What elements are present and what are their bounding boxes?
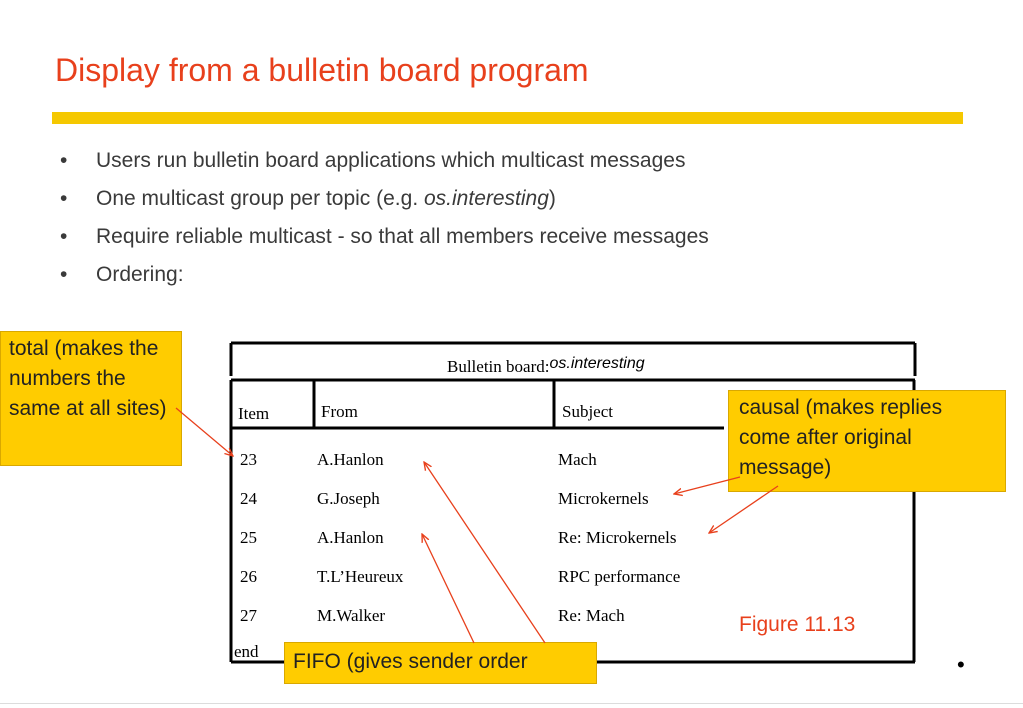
row-from: A.Hanlon xyxy=(317,450,384,469)
row-from: T.L’Heureux xyxy=(317,567,404,586)
bullet-item: •Ordering: xyxy=(60,261,709,299)
figure-label: Figure 11.13 xyxy=(739,613,856,636)
board-topic: os.interesting xyxy=(549,355,645,372)
arrow-fifo-2 xyxy=(422,534,475,644)
header-subject: Subject xyxy=(562,402,613,421)
row-item: 24 xyxy=(240,489,257,508)
total-ordering-callout: total (makes the numbers the same at all… xyxy=(0,331,182,466)
bullet-dot-icon: • xyxy=(60,263,68,286)
row-item: 25 xyxy=(240,528,257,547)
arrow-causal-2 xyxy=(709,485,779,533)
board-caption: Bulletin board:os.interesting xyxy=(447,355,645,376)
footer-divider xyxy=(0,703,1023,704)
row-item: 26 xyxy=(240,567,257,586)
causal-ordering-callout: causal (makes replies come after origina… xyxy=(728,390,1006,492)
row-from: G.Joseph xyxy=(317,489,380,508)
bullet-dot-icon: • xyxy=(60,187,68,210)
bullet-dot-icon: • xyxy=(957,652,965,677)
row-subject: RPC performance xyxy=(558,567,681,586)
bullet-item: •Users run bulletin board applications w… xyxy=(60,147,709,185)
slide-title: Display from a bulletin board program xyxy=(55,52,589,88)
bullet-item: •Require reliable multicast - so that al… xyxy=(60,223,709,261)
row-item: 27 xyxy=(240,606,257,625)
arrow-fifo-1 xyxy=(424,462,546,644)
title-underline-bar xyxy=(52,112,963,124)
end-label: end xyxy=(234,642,259,661)
row-subject: Re: Microkernels xyxy=(558,528,677,547)
row-subject: Mach xyxy=(558,450,597,469)
row-from: M.Walker xyxy=(317,606,386,625)
arrow-causal-1 xyxy=(674,476,741,494)
bullet-item: •One multicast group per topic (e.g. os.… xyxy=(60,185,709,223)
row-subject: Microkernels xyxy=(558,489,649,508)
arrow-total xyxy=(175,407,233,456)
bullet-list: •Users run bulletin board applications w… xyxy=(60,147,709,299)
row-from: A.Hanlon xyxy=(317,528,384,547)
header-item: Item xyxy=(238,404,270,423)
bullet-dot-icon: • xyxy=(60,149,68,172)
row-item: 23 xyxy=(240,450,257,469)
header-from: From xyxy=(321,402,358,421)
bullet-dot-icon: • xyxy=(60,225,68,248)
row-subject: Re: Mach xyxy=(558,606,625,625)
fifo-ordering-callout: FIFO (gives sender order xyxy=(284,642,597,684)
